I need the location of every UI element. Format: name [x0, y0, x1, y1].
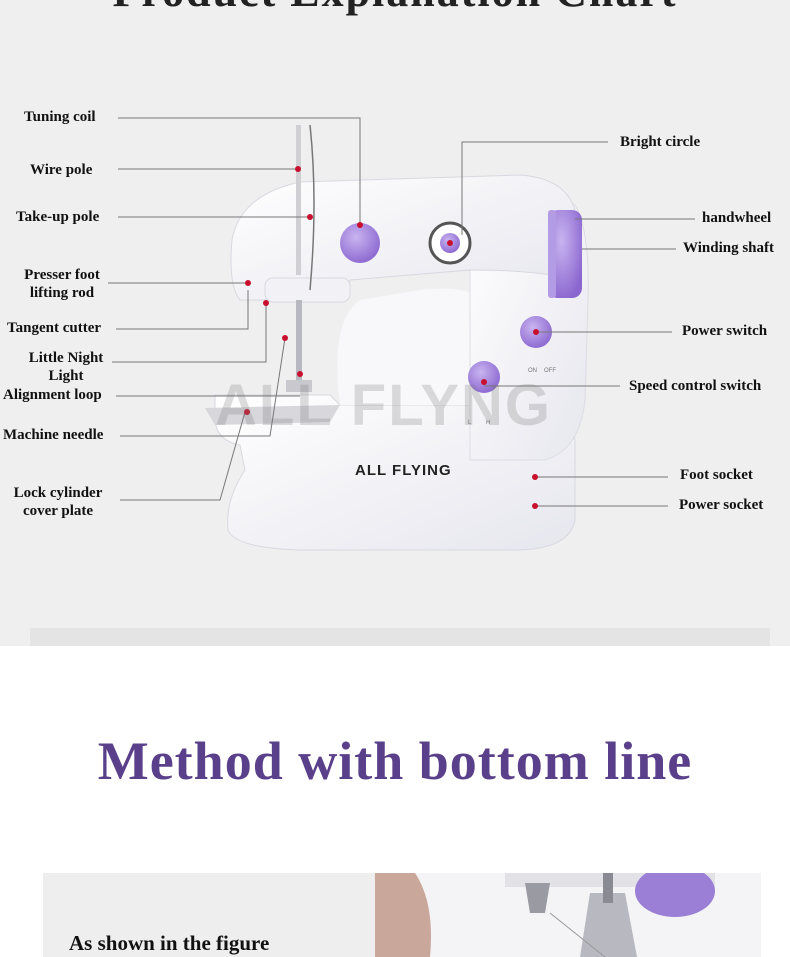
watermark: ALL FLYNG: [215, 373, 553, 438]
label-wire-pole: Wire pole: [30, 162, 93, 178]
step-photo: [375, 873, 761, 957]
label-machine-needle: Machine needle: [3, 427, 104, 443]
label-little-night-line1: Little Night: [28, 350, 104, 366]
label-lock-cylinder-line2: cover plate: [22, 503, 94, 519]
label-little-night-light: Little Night Light: [18, 349, 114, 385]
label-speed-control-switch: Speed control switch: [629, 378, 762, 394]
diagram-heading: Product Explanation Chart: [0, 0, 790, 17]
brand-logo: ALL FLYING: [355, 462, 452, 479]
label-take-up-pole: Take-up pole: [16, 209, 100, 225]
label-presser-foot-line1: Presser foot: [24, 267, 100, 283]
switch-mark-l: L: [468, 420, 472, 426]
label-power-switch: Power switch: [682, 323, 768, 339]
switch-mark-off: OFF: [544, 368, 556, 374]
label-lock-cylinder: Lock cylinder cover plate: [5, 484, 111, 520]
label-tangent-cutter: Tangent cutter: [7, 320, 102, 336]
sewing-machine-illustration: ON OFF L H: [30, 117, 770, 646]
label-lock-cylinder-line1: Lock cylinder: [13, 485, 103, 501]
step-panel: As shown in the figure: [43, 873, 761, 957]
label-tuning-coil: Tuning coil: [24, 109, 96, 125]
label-foot-socket: Foot socket: [680, 467, 753, 483]
product-diagram: Product Explanation Chart: [0, 0, 790, 646]
label-winding-shaft: Winding shaft: [683, 240, 775, 256]
label-alignment-loop: Alignment loop: [3, 387, 102, 403]
step-text: As shown in the figure: [69, 931, 270, 955]
section-title: Method with bottom line: [97, 731, 693, 791]
label-power-socket: Power socket: [679, 497, 764, 513]
presser-foot-photo: [375, 873, 761, 957]
label-little-night-line2: Light: [48, 368, 84, 384]
switch-mark-h: H: [486, 420, 490, 426]
label-presser-foot: Presser foot lifting rod: [12, 266, 112, 302]
label-bright-circle: Bright circle: [620, 134, 701, 150]
label-handwheel: handwheel: [702, 210, 772, 226]
switch-mark-on: ON: [528, 368, 537, 374]
label-presser-foot-line2: lifting rod: [29, 285, 95, 301]
